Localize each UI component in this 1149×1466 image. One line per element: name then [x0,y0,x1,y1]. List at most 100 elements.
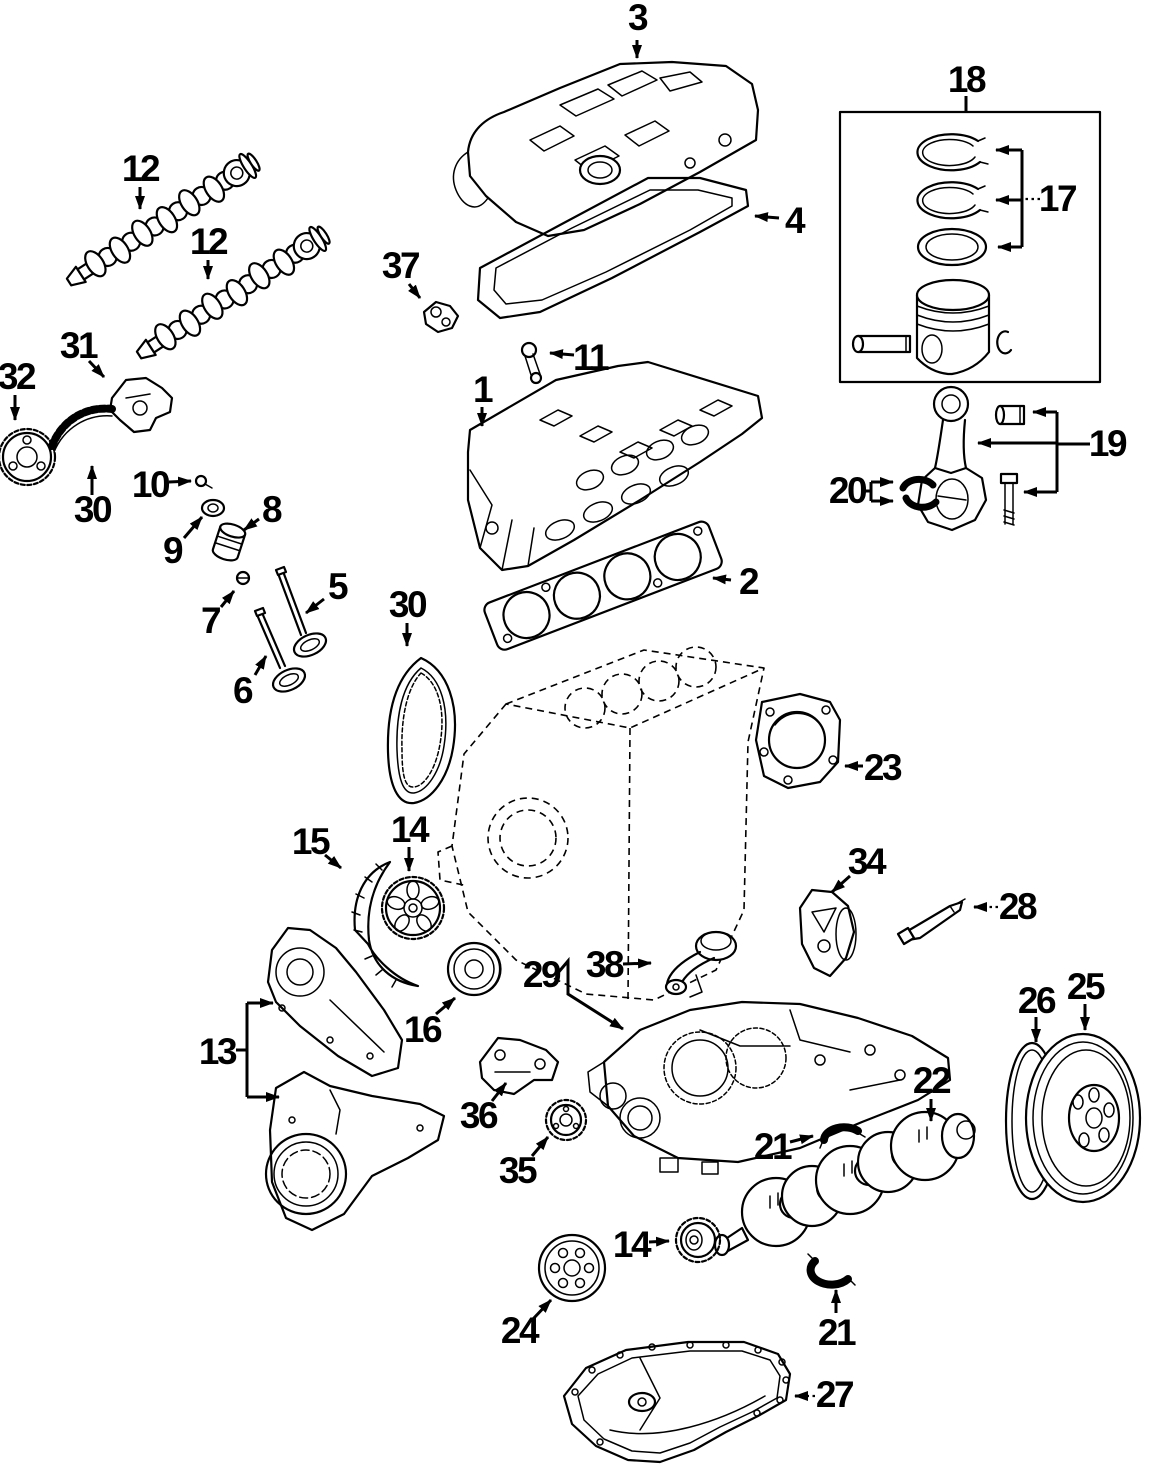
callout-16-label: 16 [404,1009,442,1050]
part-crankshaft-sprocket [674,1216,722,1264]
callout-25: 25 [1067,966,1107,1031]
part-pulley-24 [537,1233,607,1303]
callout-17-label: 17 [1039,178,1076,219]
part-piston-ring-oil [916,227,988,267]
callout-36: 36 [460,1082,508,1136]
callout-29-label: 29 [523,954,561,995]
part-crankshaft-damper [1024,1032,1142,1204]
callout-12a-label: 12 [122,148,160,189]
part-belt-guard [351,860,420,988]
callout-16: 16 [404,996,456,1050]
part-timing-belt [386,656,457,805]
part-valve-5 [274,565,328,658]
callout-35-label: 35 [499,1150,537,1191]
callout-20-label: 20 [829,470,867,511]
callout-21b-label: 21 [818,1312,856,1353]
part-valve-stem-seal [200,498,226,518]
part-main-bearing-lower [806,1253,856,1289]
callout-3: 3 [628,0,650,59]
callout-26: 26 [1018,980,1058,1043]
part-camshaft-intake [59,146,266,296]
callout-12a: 12 [122,148,162,210]
part-crankshaft [713,1110,976,1257]
part-camshaft-exhaust [129,219,336,369]
callout-29: 29 [523,954,624,1031]
callout-21a-label: 21 [754,1126,792,1167]
part-oil-pan [562,1340,792,1464]
callout-21a: 21 [754,1126,814,1167]
part-piston-pin [851,334,912,354]
part-oil-pump-assembly [587,1000,952,1175]
part-camshaft-sprocket [380,875,446,941]
part-piston [915,278,991,376]
callout-31: 31 [60,325,106,379]
callout-38-label: 38 [586,944,624,985]
callout-36-label: 36 [460,1095,498,1136]
callout-30b: 30 [389,584,429,647]
callout-30b-label: 30 [389,584,427,625]
callout-12b: 12 [190,221,230,280]
part-balance-shaft-support [798,888,857,978]
callout-8: 8 [243,489,284,532]
part-engine-block-phantom [437,646,765,1001]
part-head-gasket [483,520,723,651]
callout-30a-label: 30 [74,489,112,530]
callout-24: 24 [501,1298,553,1351]
callout-28-label: 28 [999,886,1037,927]
callout-11: 11 [549,337,611,378]
callout-19: 19 [977,407,1129,497]
callout-5-label: 5 [328,566,348,607]
callout-21b: 21 [818,1289,858,1353]
callout-22-label: 22 [913,1060,951,1101]
callout-1: 1 [473,369,495,427]
part-cover-bracket [422,300,460,334]
callout-1-label: 1 [473,369,493,410]
part-valve-lifter [211,522,247,562]
part-oil-pickup-tube [664,930,738,998]
callout-35: 35 [499,1136,550,1191]
part-valve-cover-gasket [476,176,750,320]
callout-27-label: 27 [816,1374,853,1415]
callout-20: 20 [829,470,894,511]
part-rod-bolt [999,472,1019,526]
callout-17: 17 [995,145,1078,252]
part-rod-bushing [994,404,1026,426]
callout-19-label: 19 [1089,423,1127,464]
part-pin-clip [996,330,1013,355]
callout-4-label: 4 [785,200,806,241]
callout-34: 34 [831,841,889,894]
part-retainer-clip [194,474,213,489]
callout-23: 23 [844,747,904,788]
part-cylinder-head [466,360,764,572]
callout-5: 5 [305,566,350,615]
part-balance-sprocket [544,1098,588,1142]
callout-31-label: 31 [60,325,98,366]
callout-8-label: 8 [262,489,282,530]
callout-3-label: 3 [628,0,648,38]
callout-27: 27 [794,1374,855,1415]
callout-34-label: 34 [848,841,887,882]
part-piston-kit-box [838,110,1102,384]
callout-24-label: 24 [501,1310,540,1351]
part-timing-cover-upper [266,926,404,1078]
part-main-bearing-upper [819,1123,866,1149]
callout-37: 37 [382,245,421,299]
callout-2: 2 [712,561,761,602]
callout-9-label: 9 [163,530,183,571]
callout-13: 13 [199,998,280,1102]
callout-6-label: 6 [233,670,253,711]
part-valve-6 [253,606,307,693]
part-valve-cover [452,60,760,238]
part-chain-sprocket [0,427,57,487]
part-valve-keeper [235,570,251,586]
part-mount-bracket [478,1036,560,1096]
part-sealant-tube [896,898,966,946]
callout-18: 18 [948,59,988,112]
callout-13-label: 13 [199,1031,237,1072]
callout-37-label: 37 [382,245,419,286]
callout-30a: 30 [74,465,114,530]
part-head-bolt [520,341,543,385]
part-piston-ring-second [916,181,989,220]
callout-14b-label: 14 [613,1224,652,1265]
